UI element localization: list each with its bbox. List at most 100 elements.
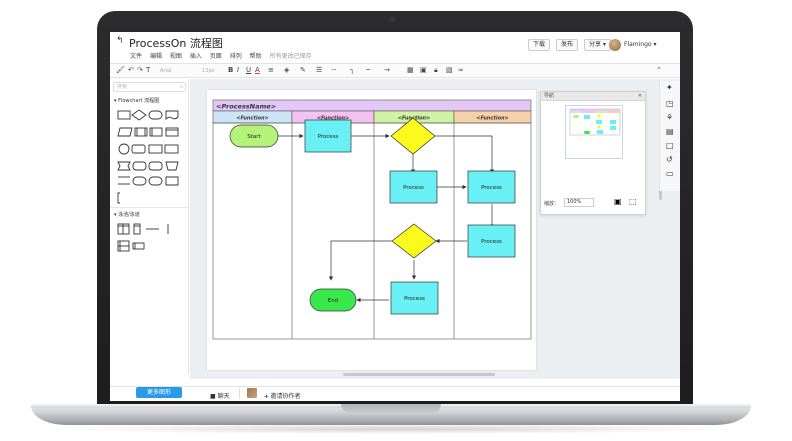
more-shapes-button[interactable]: 更多图形	[136, 387, 182, 398]
end-node[interactable]	[309, 288, 357, 312]
shape-vertical-pool[interactable]	[117, 223, 130, 235]
bottom-bar	[110, 386, 680, 401]
shape-internal-storage[interactable]	[149, 127, 163, 137]
menu-arrange[interactable]: 排列	[229, 53, 242, 60]
shape-stored-data[interactable]	[117, 161, 131, 171]
connector-type-icon[interactable]: ┐	[350, 66, 355, 74]
shape-data[interactable]	[117, 127, 133, 137]
menu-insert[interactable]: 插入	[189, 53, 202, 60]
bold-icon[interactable]: B	[228, 66, 234, 74]
process-node-5[interactable]	[390, 281, 439, 315]
close-icon[interactable]: ✕	[637, 93, 642, 99]
shape-manual-input[interactable]	[165, 161, 179, 171]
theme-icon[interactable]: ⚘	[666, 113, 674, 122]
cross-functional-flowchart[interactable]: <ProcessName> <Function> <Function> <Fun…	[207, 90, 537, 350]
process-node-3[interactable]	[467, 170, 516, 204]
bottom-divider	[239, 388, 240, 399]
invite-collaborators-button[interactable]: ➕︎ 邀请协作者	[264, 393, 301, 400]
shape-capsule[interactable]	[132, 176, 147, 186]
share-button[interactable]: 分享 ▾	[584, 39, 611, 51]
shape-card[interactable]	[165, 127, 179, 137]
horizontal-scrollbar[interactable]	[343, 373, 495, 376]
shape-rectangle[interactable]	[117, 110, 131, 120]
italic-icon[interactable]: I	[237, 66, 240, 74]
back-arrow-icon[interactable]: ↰	[116, 36, 124, 46]
connectors	[278, 133, 495, 303]
section-swimlane[interactable]: ▾ 泳池/泳道	[114, 212, 140, 218]
shape-off-page[interactable]	[165, 176, 179, 186]
document-title[interactable]: ProcessOn 流程图	[129, 37, 223, 50]
shape-document[interactable]	[165, 110, 179, 121]
collapse-toolbar-icon[interactable]: ⌃	[656, 66, 662, 74]
connector-decision1-process4[interactable]	[413, 135, 495, 174]
shape-sequential-data[interactable]	[148, 161, 163, 171]
font-size-select[interactable]: 13px	[202, 68, 215, 74]
process-node-1[interactable]	[304, 119, 352, 153]
underline-icon[interactable]: U	[246, 66, 252, 74]
start-node[interactable]	[229, 124, 279, 148]
end-arrow-icon[interactable]: →	[384, 66, 390, 74]
decision-node-1[interactable]	[390, 117, 436, 155]
lane-headers: <Function> <Function> <Function> <Functi…	[212, 110, 532, 124]
font-family-select[interactable]: Arial	[160, 68, 172, 74]
group-icon[interactable]: ▣	[420, 66, 427, 74]
present-icon[interactable]: ▣	[614, 197, 622, 206]
shape-predefined[interactable]	[134, 127, 148, 137]
text-align-icon[interactable]: ≡	[268, 66, 274, 74]
navigator-toggle-icon[interactable]: ✦	[666, 83, 673, 92]
shape-loop-limit[interactable]	[148, 176, 163, 186]
style-panel-icon[interactable]: ◳	[666, 99, 674, 108]
menu-help[interactable]: 帮助	[249, 53, 262, 60]
link-icon[interactable]: ∞	[458, 66, 464, 74]
shape-manual-operation[interactable]	[164, 144, 179, 154]
lock-icon[interactable]: 🔒︎	[434, 66, 438, 74]
menu-view[interactable]: 视图	[169, 53, 182, 60]
menu-edit[interactable]: 编辑	[149, 53, 162, 60]
search-icon[interactable]: ⌕	[180, 84, 183, 90]
fit-screen-icon[interactable]: ⬚	[629, 197, 637, 206]
shape-vertical-lane[interactable]	[133, 223, 141, 235]
zoom-input[interactable]: 100%	[564, 198, 594, 207]
text-style-icon[interactable]: T	[146, 66, 151, 74]
connector-decision2-end[interactable]	[328, 240, 392, 281]
comment-icon[interactable]: ▭	[666, 169, 674, 178]
section-flowchart[interactable]: ▾ Flowchart 流程图	[114, 98, 160, 104]
shape-arrange-icon[interactable]: ▦	[407, 66, 414, 74]
image-icon[interactable]: ▧	[446, 66, 453, 74]
page-settings-icon[interactable]: □	[666, 141, 674, 150]
navigator-panel: 导航 ✕	[540, 91, 646, 215]
line-width-icon[interactable]: ☰	[316, 66, 323, 74]
text-color-icon[interactable]: A	[255, 66, 260, 74]
collaborator-avatar[interactable]	[247, 388, 257, 398]
shape-delay[interactable]	[132, 161, 147, 171]
menu-page[interactable]: 页面	[209, 53, 222, 60]
data-attributes-icon[interactable]: ▤	[666, 127, 674, 136]
line-color-icon[interactable]: ✎	[300, 66, 306, 74]
shape-horizontal-lane[interactable]	[132, 242, 145, 250]
publish-button[interactable]: 发布	[556, 39, 579, 51]
shape-search-input[interactable]: 搜索 ⌕	[113, 82, 186, 92]
chat-button[interactable]: ■ 聊天	[210, 393, 230, 400]
shape-circle[interactable]	[118, 143, 130, 155]
shape-display[interactable]	[148, 144, 163, 154]
shape-diamond[interactable]	[131, 109, 147, 121]
line-style-icon[interactable]: ┄	[332, 66, 337, 74]
process-node-4[interactable]	[467, 224, 516, 258]
undo-icon[interactable]: ↶	[128, 66, 134, 74]
pool-body[interactable]	[212, 122, 532, 340]
shape-annotation[interactable]	[117, 192, 120, 204]
start-arrow-icon[interactable]: ─	[366, 66, 371, 74]
decision-node-2[interactable]	[391, 223, 437, 259]
menu-file[interactable]: 文件	[130, 53, 143, 60]
fill-color-icon[interactable]: ◈	[284, 66, 290, 74]
download-button[interactable]: 下载	[528, 39, 551, 51]
shape-terminator[interactable]	[148, 110, 163, 120]
user-avatar[interactable]	[609, 39, 621, 51]
shape-rounded-rect[interactable]	[131, 144, 146, 154]
user-name[interactable]: Flamingo ▾	[624, 41, 657, 48]
history-icon[interactable]: ↺	[666, 155, 673, 164]
format-painter-icon[interactable]: 🖌︎	[116, 66, 125, 74]
navigator-thumbnail[interactable]	[565, 105, 623, 159]
process-node-2[interactable]	[389, 170, 438, 204]
redo-icon[interactable]: ↷	[137, 66, 143, 74]
